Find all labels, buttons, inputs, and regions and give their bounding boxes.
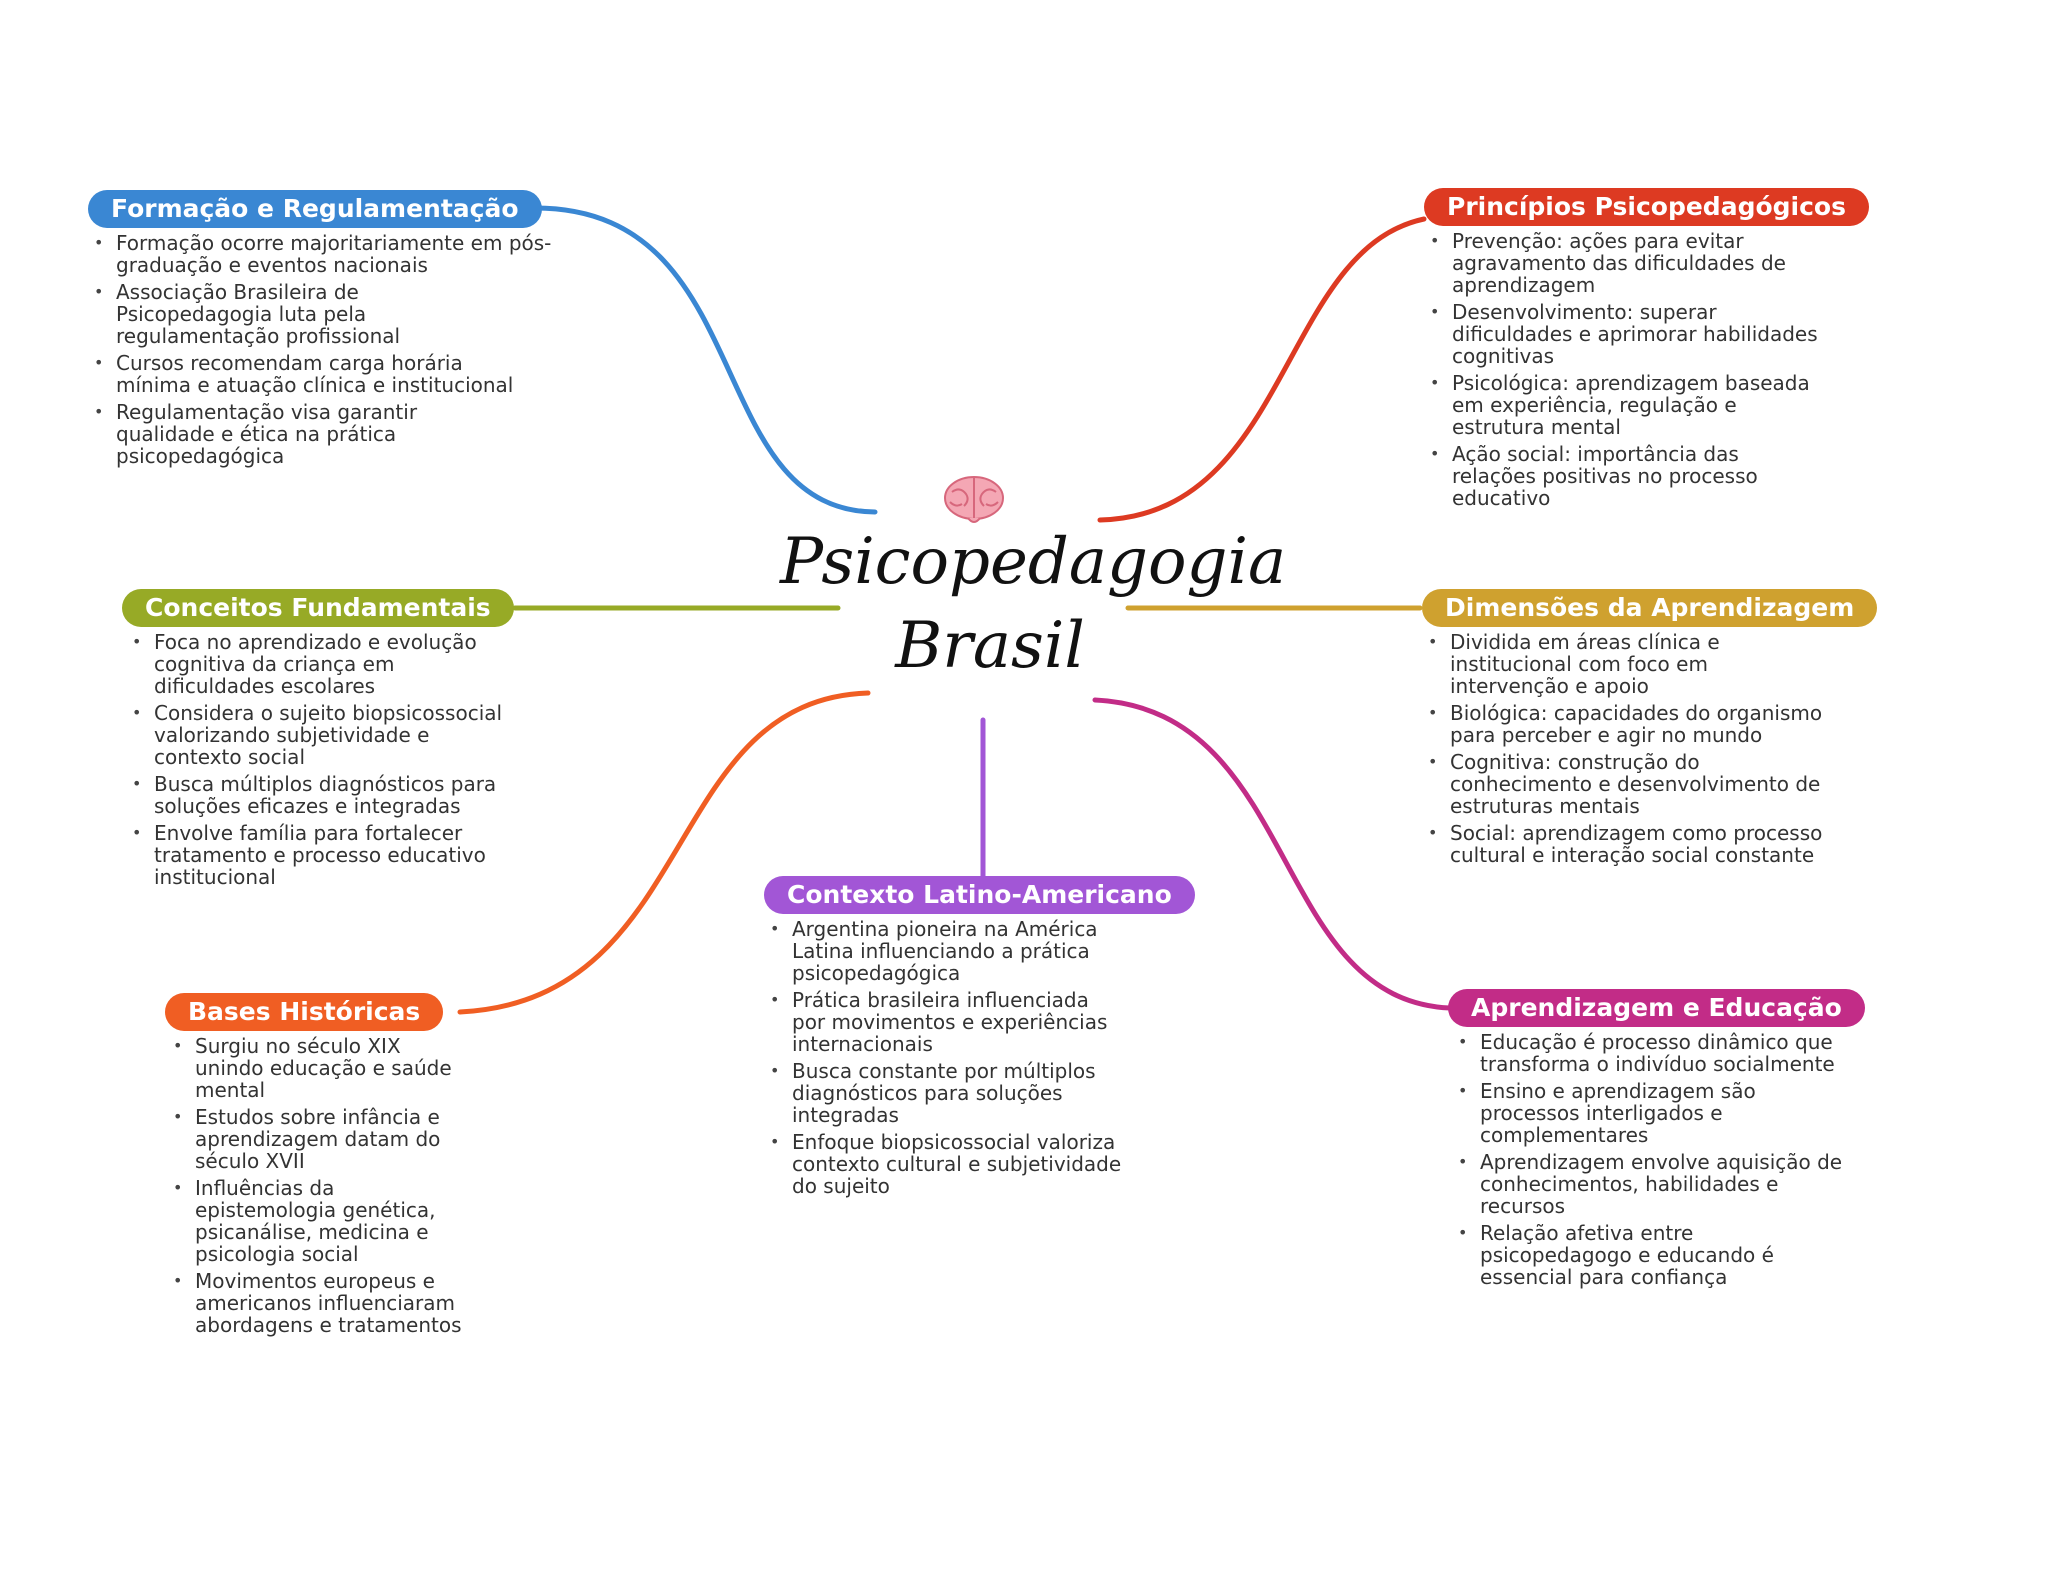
list-item: Dividida em áreas clínica e instituciona…: [1426, 631, 1826, 697]
list-item: Aprendizagem envolve aquisição de conhec…: [1456, 1151, 1846, 1217]
central-title-line1: Psicopedagogia: [780, 525, 1287, 599]
branch-title-bases[interactable]: Bases Históricas: [165, 993, 444, 1031]
list-item: Desenvolvimento: superar dificuldades e …: [1428, 301, 1818, 367]
connector-aprendizagem: [1092, 697, 1453, 1011]
branch-formacao: Formação e Regulamentação Formação ocorr…: [88, 190, 568, 472]
list-item: Busca constante por múltiplos diagnóstic…: [768, 1060, 1128, 1126]
list-item: Argentina pioneira na América Latina inf…: [768, 918, 1128, 984]
connector-bases: [457, 690, 871, 1015]
list-item: Regulamentação visa garantir qualidade e…: [92, 401, 476, 467]
branch-items-bases: Surgiu no século XIX unindo educação e s…: [171, 1035, 471, 1336]
branch-title-contexto[interactable]: Contexto Latino-Americano: [764, 876, 1195, 914]
list-item: Cognitiva: construção do conhecimento e …: [1426, 751, 1826, 817]
branch-principios: Princípios Psicopedagógicos Prevenção: a…: [1424, 188, 1884, 514]
list-item: Prática brasileira influenciada por movi…: [768, 989, 1128, 1055]
branch-title-principios[interactable]: Princípios Psicopedagógicos: [1424, 188, 1869, 226]
branch-items-contexto: Argentina pioneira na América Latina inf…: [768, 918, 1128, 1197]
branch-contexto: Contexto Latino-Americano Argentina pion…: [764, 876, 1224, 1202]
branch-title-conceitos[interactable]: Conceitos Fundamentais: [122, 589, 514, 627]
brain-icon: [944, 476, 1004, 523]
branch-items-conceitos: Foca no aprendizado e evolução cognitiva…: [130, 631, 510, 888]
list-item: Ensino e aprendizagem são processos inte…: [1456, 1080, 1846, 1146]
list-item: Relação afetiva entre psicopedagogo e ed…: [1456, 1222, 1846, 1288]
list-item: Cursos recomendam carga horária mínima e…: [92, 352, 516, 396]
list-item: Prevenção: ações para evitar agravamento…: [1428, 230, 1818, 296]
list-item: Influências da epistemologia genética, p…: [171, 1177, 471, 1265]
branch-items-principios: Prevenção: ações para evitar agravamento…: [1428, 230, 1818, 509]
branch-title-dimensoes[interactable]: Dimensões da Aprendizagem: [1422, 589, 1878, 627]
list-item: Biológica: capacidades do organismo para…: [1426, 702, 1826, 746]
list-item: Social: aprendizagem como processo cultu…: [1426, 822, 1826, 866]
list-item: Psicológica: aprendizagem baseada em exp…: [1428, 372, 1818, 438]
list-item: Movimentos europeus e americanos influen…: [171, 1270, 471, 1336]
list-item: Ação social: importância das relações po…: [1428, 443, 1818, 509]
central-title-line2: Brasil: [895, 609, 1085, 683]
list-item: Surgiu no século XIX unindo educação e s…: [171, 1035, 471, 1101]
list-item: Estudos sobre infância e aprendizagem da…: [171, 1106, 471, 1172]
list-item: Considera o sujeito biopsicossocial valo…: [130, 702, 510, 768]
branch-aprendizagem: Aprendizagem e Educação Educação é proce…: [1448, 989, 1888, 1293]
branch-dimensoes: Dimensões da Aprendizagem Dividida em ár…: [1422, 589, 1882, 871]
list-item: Envolve família para fortalecer tratamen…: [130, 822, 510, 888]
branch-items-dimensoes: Dividida em áreas clínica e instituciona…: [1426, 631, 1826, 866]
branch-items-formacao: Formação ocorre majoritariamente em pós-…: [92, 232, 568, 467]
list-item: Associação Brasileira de Psicopedagogia …: [92, 281, 416, 347]
branch-bases: Bases Históricas Surgiu no século XIX un…: [165, 993, 525, 1341]
branch-conceitos: Conceitos Fundamentais Foca no aprendiza…: [122, 589, 542, 893]
list-item: Busca múltiplos diagnósticos para soluçõ…: [130, 773, 510, 817]
connector-principios: [1097, 216, 1427, 523]
list-item: Foca no aprendizado e evolução cognitiva…: [130, 631, 510, 697]
branch-title-aprendizagem[interactable]: Aprendizagem e Educação: [1448, 989, 1865, 1027]
central-topic: Psicopedagogia Brasil: [780, 520, 1287, 688]
list-item: Formação ocorre majoritariamente em pós-…: [92, 232, 568, 276]
list-item: Enfoque biopsicossocial valoriza context…: [768, 1131, 1128, 1197]
connector-formacao: [532, 205, 878, 515]
list-item: Educação é processo dinâmico que transfo…: [1456, 1031, 1846, 1075]
branch-title-formacao[interactable]: Formação e Regulamentação: [88, 190, 542, 228]
branch-items-aprendizagem: Educação é processo dinâmico que transfo…: [1456, 1031, 1846, 1288]
